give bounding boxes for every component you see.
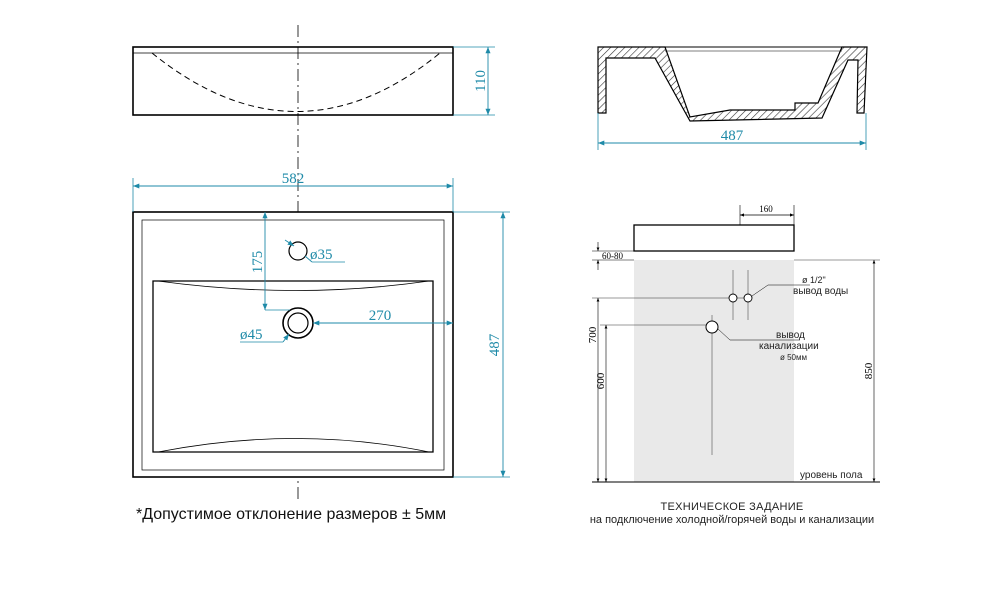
dimension-582-label: 582: [282, 171, 305, 187]
drain-outlet-label-1: вывод: [776, 330, 805, 341]
tolerance-note: *Допустимое отклонение размеров ± 5мм: [136, 506, 447, 523]
dimension-487-side: 487: [453, 211, 510, 478]
dimension-110-label: 110: [473, 70, 489, 92]
dimension-850-label: 850: [863, 362, 875, 379]
plan-view: [132, 211, 454, 478]
wall-zone: [634, 260, 794, 482]
basin-outline: [633, 224, 795, 252]
drain-outlet-label-3: ø 50мм: [780, 353, 807, 362]
drain-diameter-label: ø45: [240, 327, 263, 343]
drain-outlet: [705, 320, 719, 334]
water-outlet-label-1: ø 1/2": [802, 275, 826, 285]
side-section: [597, 46, 868, 122]
tech-title: ТЕХНИЧЕСКОЕ ЗАДАНИЕ: [660, 501, 803, 513]
tap-hole: [288, 241, 308, 261]
dimension-600-label: 600: [595, 372, 607, 389]
water-outlet-cold: [728, 293, 738, 303]
drain-diameter-callout: ø45: [240, 327, 290, 343]
dimension-700-label: 700: [587, 326, 599, 343]
dimension-175-label: 175: [250, 251, 266, 274]
drain-outlet-label-2: канализации: [759, 341, 819, 352]
dimension-487-top: 487: [597, 113, 867, 150]
dimension-160-label: 160: [759, 204, 773, 214]
dimension-175: 175: [250, 212, 290, 311]
water-outlet-label-2: вывод воды: [793, 286, 848, 297]
dimension-487-side-label: 487: [487, 333, 503, 356]
tap-diameter-label: ø35: [310, 247, 333, 263]
dimension-60-80-label: 60-80: [602, 251, 623, 261]
dimension-270-label: 270: [369, 308, 392, 324]
front-elevation: [132, 46, 454, 116]
dimension-270: 270: [313, 308, 453, 326]
dimension-582: 582: [132, 171, 454, 212]
floor-label: уровень пола: [800, 470, 863, 481]
water-outlet-hot: [743, 293, 753, 303]
dimension-110: 110: [453, 46, 495, 116]
tech-spec: 160 60-80 ø 1/2" вывод воды вывод канали…: [587, 204, 880, 526]
dimension-487-top-label: 487: [721, 128, 744, 144]
tech-subtitle: на подключение холодной/горячей воды и к…: [590, 514, 874, 526]
tap-diameter-callout: ø35: [284, 239, 345, 263]
